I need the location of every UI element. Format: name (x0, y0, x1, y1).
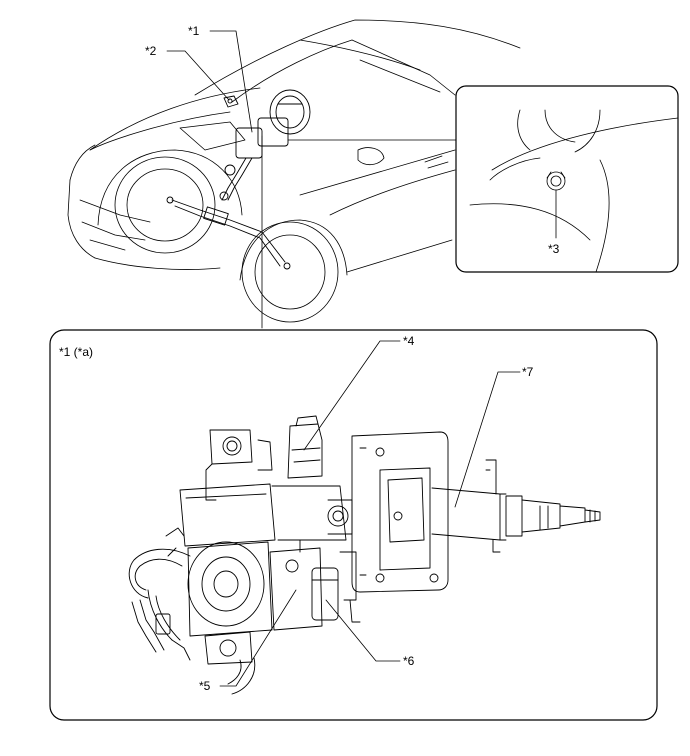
car-outline (67, 19, 521, 323)
steering-system-overview (166, 117, 291, 270)
callout-4: *4 (403, 334, 415, 348)
callout-6: *6 (403, 654, 415, 668)
callout-2: *2 (145, 44, 157, 58)
inset-frame (455, 85, 679, 273)
inset-drawing (469, 109, 679, 273)
part-2-overview (223, 95, 239, 108)
detail-label: *1 (*a) (59, 345, 94, 359)
detail-frame (49, 329, 658, 721)
wire-harness (128, 527, 256, 695)
leader-lines-detail (219, 340, 521, 687)
steering-column-shaft (431, 459, 601, 553)
callout-1: *1 (188, 24, 200, 38)
mounting-bracket (351, 431, 449, 593)
callout-3: *3 (548, 242, 560, 256)
column-body (179, 415, 361, 665)
callout-5: *5 (199, 679, 211, 693)
callout-7: *7 (522, 365, 534, 379)
leader-lines-overview (166, 30, 457, 329)
steering-wheel-overview (269, 89, 311, 135)
